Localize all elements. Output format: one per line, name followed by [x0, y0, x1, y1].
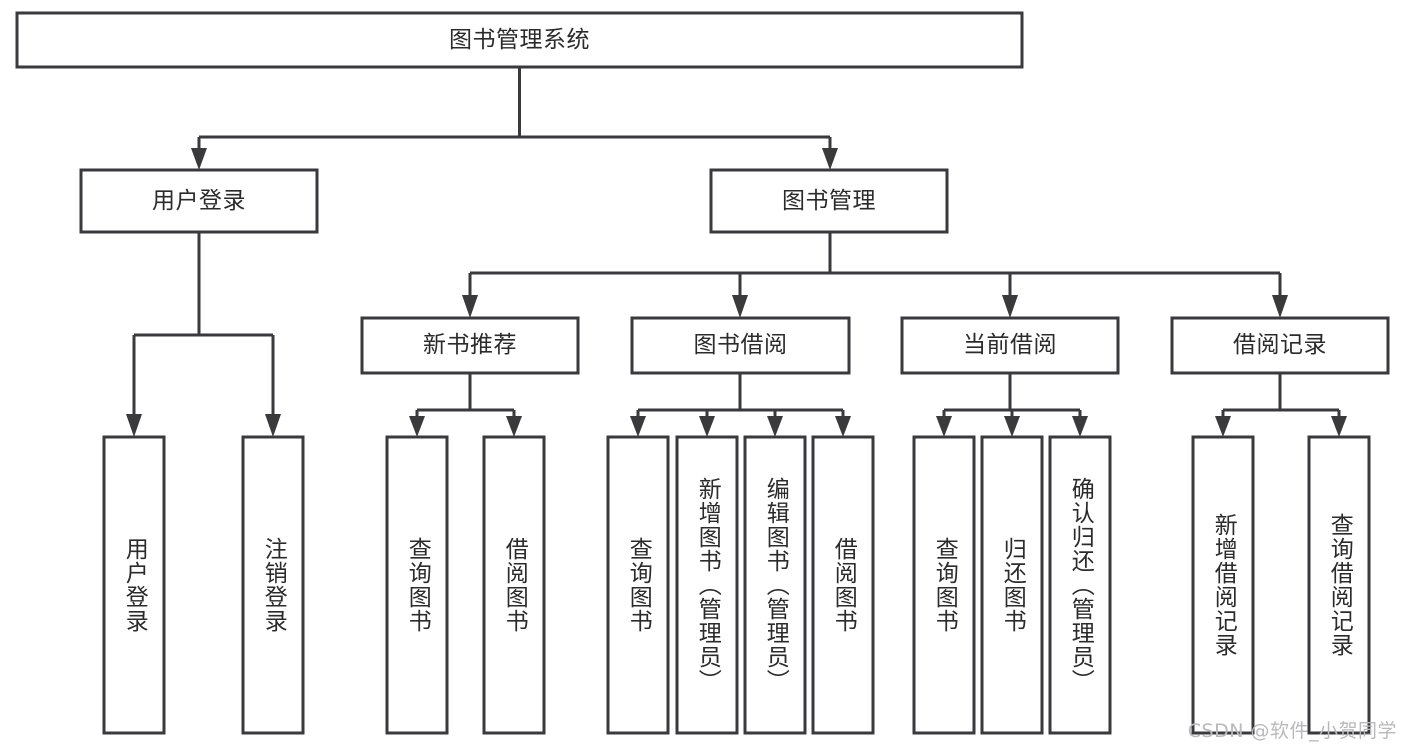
edge-group-new-book [409, 373, 522, 437]
arrow-head-borrow [732, 295, 748, 318]
csdn-watermark: CSDN @软件_小贺同学 [1187, 720, 1397, 742]
arrow-head-record [1272, 295, 1288, 318]
arrow-head-leaf-query-book-3 [936, 416, 952, 437]
arrow-head-user-login [191, 148, 207, 170]
node-leaf-logout[interactable] [241, 435, 305, 735]
arrow-head-leaf-user-login [126, 414, 142, 437]
arrow-head-book-mgmt [822, 148, 838, 170]
node-leaf-edit-book[interactable] [743, 435, 807, 735]
node-borrow-record[interactable] [1170, 316, 1390, 375]
node-leaf-borrow-book-2[interactable] [811, 435, 875, 735]
node-root-book-management-system[interactable] [15, 11, 1024, 69]
edge-group-borrow-record [1215, 373, 1347, 437]
arrow-head-current [1002, 295, 1018, 318]
arrow-head-leaf-confirm-return [1072, 416, 1088, 437]
node-current-borrow[interactable] [900, 316, 1120, 375]
node-leaf-add-book[interactable] [675, 435, 739, 735]
arrow-head-leaf-query-record [1331, 416, 1347, 437]
node-leaf-query-book-1[interactable] [385, 435, 449, 735]
node-leaf-user-login[interactable] [102, 435, 166, 735]
edge-group-user-login [126, 232, 281, 437]
node-leaf-query-book-3[interactable] [912, 435, 976, 735]
edge-group-book-mgmt [462, 232, 1288, 318]
node-book-management[interactable] [709, 168, 949, 234]
node-user-login[interactable] [79, 168, 319, 234]
node-leaf-confirm-return[interactable] [1048, 435, 1112, 735]
arrow-head-leaf-borrow-book-1 [506, 416, 522, 437]
node-leaf-query-book-2[interactable] [606, 435, 670, 735]
edge-group-current-borrow [936, 373, 1088, 437]
arrow-head-leaf-query-book-2 [630, 416, 646, 437]
arrow-head-leaf-borrow-book-2 [835, 416, 851, 437]
node-leaf-borrow-book-1[interactable] [482, 435, 546, 735]
node-book-borrow[interactable] [630, 316, 851, 375]
arrow-head-leaf-logout [265, 414, 281, 437]
arrow-head-leaf-add-book [699, 416, 715, 437]
edge-group-book-borrow [630, 373, 851, 437]
arrow-head-new-book [462, 295, 478, 318]
edge-group-root [191, 67, 838, 170]
arrow-head-leaf-return-book [1004, 416, 1020, 437]
node-new-book-recommend[interactable] [360, 316, 580, 375]
node-leaf-add-borrow-record[interactable] [1191, 435, 1255, 735]
arrow-head-leaf-add-record [1215, 416, 1231, 437]
arrow-head-leaf-edit-book [767, 416, 783, 437]
arrow-head-leaf-query-book-1 [409, 416, 425, 437]
node-leaf-return-book[interactable] [980, 435, 1044, 735]
node-leaf-query-borrow-record[interactable] [1307, 435, 1371, 735]
